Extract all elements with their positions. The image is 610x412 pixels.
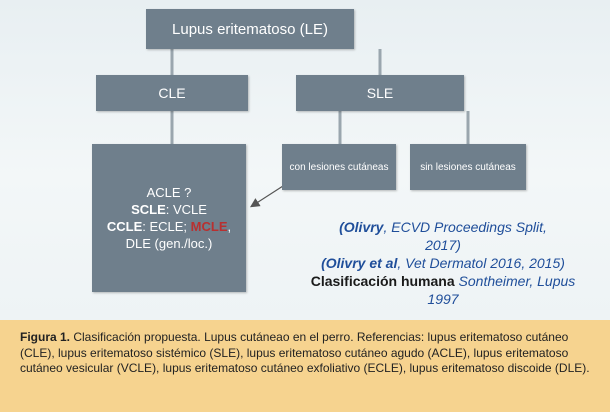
ccle-subtypes: : ECLE; <box>142 219 191 234</box>
ccle-term: CCLE <box>106 219 143 234</box>
mcle-term: MCLE <box>190 219 228 234</box>
reference-3-year: 1997 <box>427 291 459 307</box>
reference-2-author: (Olivry et al <box>321 255 398 271</box>
dle-line: DLE (gen./loc.) <box>125 236 213 251</box>
arrow-con-to-cle <box>249 185 284 208</box>
reference-3-source: Sontheimer, Lupus <box>454 273 576 289</box>
con-lesiones-label: con lesiones cutáneas <box>289 161 389 173</box>
sle-node: SLE <box>296 75 464 111</box>
reference-2: (Olivry et al, Vet Dermatol 2016, 2015) <box>290 254 596 272</box>
cle-label: CLE <box>158 85 186 101</box>
cle-detail-node: ACLE ? SCLE: VCLE CCLE: ECLE; MCLE, DLE … <box>92 144 246 292</box>
reference-2-source: , Vet Dermatol 2016, 2015) <box>397 255 565 271</box>
lupus-eritematoso-node: Lupus eritematoso (LE) <box>146 9 354 49</box>
caption-label: Figura 1. <box>20 330 71 344</box>
ccle-line: CCLE: ECLE; MCLE, <box>107 218 231 235</box>
references-block: (Olivry, ECVD Proceedings Split, 2017) (… <box>290 218 596 308</box>
sle-label: SLE <box>366 85 394 101</box>
reference-3-title: Clasificación humana <box>310 273 455 289</box>
reference-1-year: 2017) <box>425 237 461 253</box>
scle-subtypes: : VCLE <box>165 202 207 217</box>
sin-lesiones-node: sin lesiones cutáneas <box>410 144 526 190</box>
reference-3-line-1: Clasificación humana Sontheimer, Lupus <box>290 272 596 290</box>
scle-line: SCLE: VCLE <box>131 201 207 218</box>
reference-1-line-1: (Olivry, ECVD Proceedings Split, <box>290 218 596 236</box>
acle-line: ACLE ? <box>146 185 192 200</box>
caption-text: Clasificación propuesta. Lupus cutáneao … <box>20 330 590 375</box>
con-lesiones-node: con lesiones cutáneas <box>282 144 396 190</box>
figure-caption: Figura 1. Clasificación propuesta. Lupus… <box>0 320 610 412</box>
diagram-panel: Lupus eritematoso (LE) CLE SLE con lesio… <box>0 0 610 320</box>
reference-1-source: , ECVD Proceedings Split, <box>383 219 547 235</box>
connector-lines <box>170 49 470 208</box>
sin-lesiones-label: sin lesiones cutáneas <box>420 161 516 173</box>
cle-node: CLE <box>96 75 248 111</box>
ccle-comma: , <box>227 219 232 234</box>
lupus-eritematoso-label: Lupus eritematoso (LE) <box>172 20 328 38</box>
scle-term: SCLE <box>131 202 166 217</box>
reference-1-author: (Olivry <box>339 219 384 235</box>
